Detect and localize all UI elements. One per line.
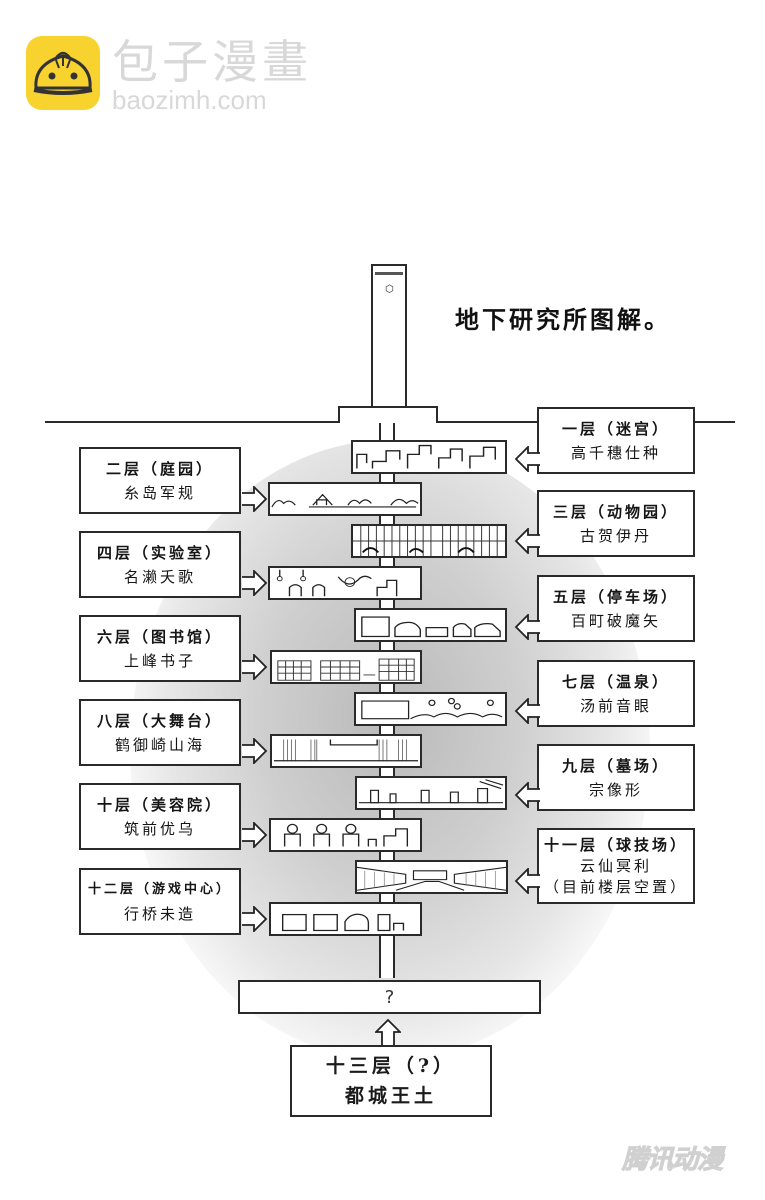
arrow-right-icon xyxy=(240,486,268,512)
occupant-name: 百町破魔矢 xyxy=(570,611,661,630)
unknown-floor-panel: ? xyxy=(238,980,541,1014)
label-floor-2: 二层（庭园） 糸岛军规 xyxy=(79,447,241,514)
floor-note: （目前楼层空置） xyxy=(543,877,688,896)
label-floor-8: 八层（大舞台） 鹤御崎山海 xyxy=(79,699,241,766)
arrow-right-icon xyxy=(240,654,268,680)
floor-title: 八层（大舞台） xyxy=(96,711,223,730)
occupant-name: 云仙冥利 xyxy=(579,856,652,875)
floor-panel-beauty-salon xyxy=(269,818,422,852)
floor-title: 十层（美容院） xyxy=(96,795,223,814)
diagram-title: 地下研究所图解。 xyxy=(455,305,671,334)
occupant-name: 行桥未造 xyxy=(123,904,196,923)
label-floor-7: 七层（温泉） 汤前音眼 xyxy=(537,660,695,727)
floor-title: 十二层（游戏中心） xyxy=(87,881,232,897)
occupant-name: 上峰书子 xyxy=(123,651,196,670)
floor-panel-maze xyxy=(351,440,507,474)
arrow-right-icon xyxy=(240,570,268,596)
occupant-name: 古贺伊丹 xyxy=(579,526,652,545)
floor-panel-library xyxy=(270,650,422,684)
watermark-site-url: baozimh.com xyxy=(112,85,267,115)
label-floor-4: 四层（实验室） 名濑夭歌 xyxy=(79,531,241,598)
occupant-name: 筑前优乌 xyxy=(123,819,196,838)
label-floor-3: 三层（动物园） 古贺伊丹 xyxy=(537,490,695,557)
label-floor-13: 十三层（?） 都城王土 xyxy=(290,1045,492,1117)
baozi-logo-icon xyxy=(26,36,100,110)
floor-panel-hot-spring xyxy=(354,692,507,726)
floor-title: 九层（墓场） xyxy=(561,756,670,775)
arrow-left-icon xyxy=(514,868,542,894)
tower-cap xyxy=(375,272,403,275)
floor-title: 四层（实验室） xyxy=(96,543,223,562)
label-floor-11: 十一层（球技场） 云仙冥利 （目前楼层空置） xyxy=(537,828,695,904)
arrow-right-icon xyxy=(240,822,268,848)
floor-panel-graveyard xyxy=(355,776,507,810)
occupant-name: 高千穗仕种 xyxy=(570,443,661,462)
label-floor-6: 六层（图书馆） 上峰书子 xyxy=(79,615,241,682)
unknown-floor-label: ? xyxy=(384,986,395,1008)
label-floor-5: 五层（停车场） 百町破魔矢 xyxy=(537,575,695,642)
watermark-site-name: 包子漫畫 xyxy=(112,35,312,89)
occupant-name: 汤前音眼 xyxy=(579,696,652,715)
hexagon-bolt-icon: ⬡ xyxy=(385,284,394,295)
arrow-left-icon xyxy=(514,528,542,554)
arrow-left-icon xyxy=(514,614,542,640)
floor-panel-stadium xyxy=(355,860,508,894)
occupant-name: 名濑夭歌 xyxy=(123,567,196,586)
floor-panel-laboratory xyxy=(268,566,422,600)
floor-panel-parking xyxy=(354,608,507,642)
arrow-left-icon xyxy=(514,446,542,472)
occupant-name: 鹤御崎山海 xyxy=(114,735,205,754)
occupant-name: 宗像形 xyxy=(588,780,643,799)
floor-title: 十一层（球技场） xyxy=(543,835,688,854)
floor-panel-garden xyxy=(268,482,422,516)
surface-tower: ⬡ xyxy=(371,264,407,408)
label-floor-12: 十二层（游戏中心） 行桥未造 xyxy=(79,868,241,935)
floor-title: 三层（动物园） xyxy=(552,502,679,521)
floor-title: 二层（庭园） xyxy=(105,459,214,478)
floor-title: 七层（温泉） xyxy=(561,672,670,691)
floor-title: 五层（停车场） xyxy=(552,587,679,606)
floor-panel-arcade xyxy=(269,902,422,936)
label-floor-9: 九层（墓场） 宗像形 xyxy=(537,744,695,811)
floor-title: 十三层（?） xyxy=(325,1055,457,1077)
floor-panel-stage xyxy=(270,734,422,768)
arrow-up-icon xyxy=(375,1018,401,1046)
occupant-name: 都城王土 xyxy=(344,1085,437,1107)
floor-title: 六层（图书馆） xyxy=(96,627,223,646)
arrow-left-icon xyxy=(514,782,542,808)
occupant-name: 糸岛军规 xyxy=(123,483,196,502)
label-floor-10: 十层（美容院） 筑前优乌 xyxy=(79,783,241,850)
arrow-right-icon xyxy=(240,906,268,932)
arrow-left-icon xyxy=(514,698,542,724)
tower-base xyxy=(338,406,438,423)
floor-title: 一层（迷宫） xyxy=(561,419,670,438)
label-floor-1: 一层（迷宫） 高千穗仕种 xyxy=(537,407,695,474)
tencent-comic-watermark: 腾讯动漫 xyxy=(622,1145,724,1176)
floor-panel-zoo xyxy=(351,524,507,558)
arrow-right-icon xyxy=(240,738,268,764)
